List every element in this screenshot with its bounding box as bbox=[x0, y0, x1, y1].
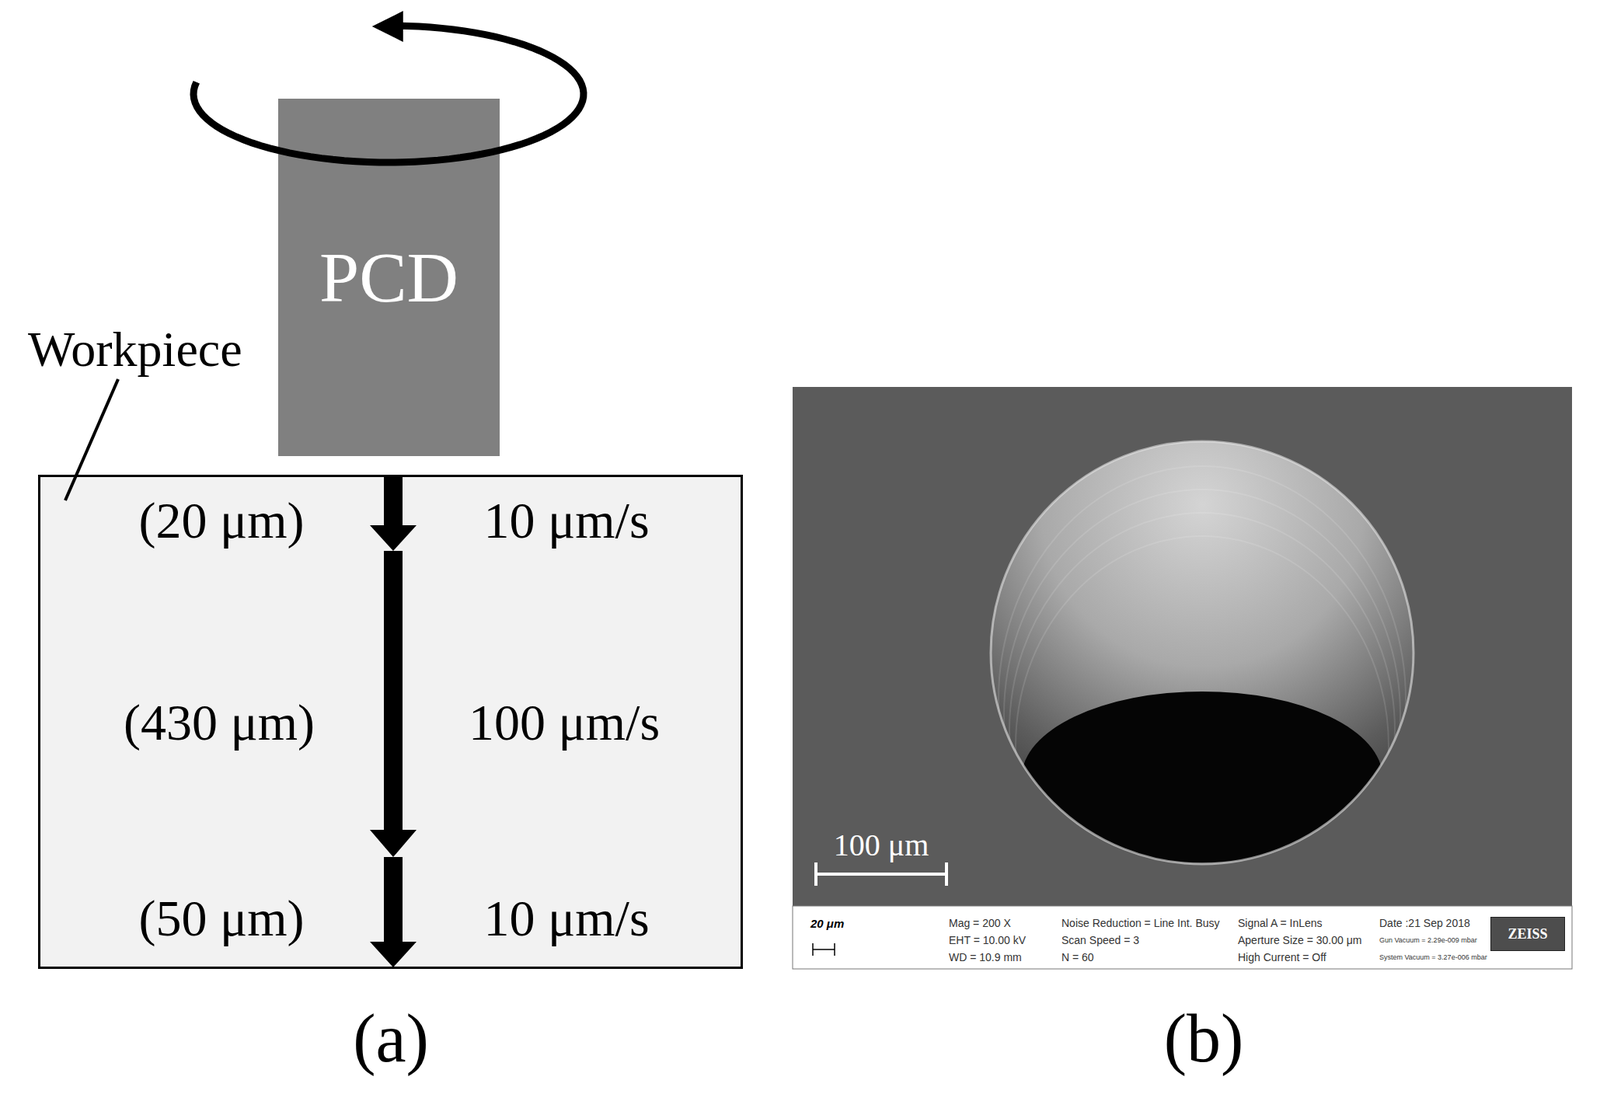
node-label: ZEISS bbox=[1507, 927, 1548, 942]
info-text: Noise Reduction = Line Int. Busy bbox=[1061, 917, 1221, 929]
info-text: Signal A = InLens bbox=[1237, 917, 1323, 929]
depth-label: (20 μm) bbox=[138, 494, 304, 547]
panel-label: (a) bbox=[352, 1004, 429, 1074]
info-bar bbox=[792, 906, 1573, 970]
info-text: System Vacuum = 3.27e-006 mbar bbox=[1379, 954, 1488, 962]
info-text: Scan Speed = 3 bbox=[1061, 934, 1140, 946]
arrow-head bbox=[369, 829, 417, 858]
sem-image bbox=[792, 386, 1573, 970]
feed-arrows bbox=[369, 474, 417, 968]
hole-wall bbox=[990, 441, 1414, 865]
leader-line bbox=[65, 379, 119, 501]
arrow-head bbox=[369, 525, 417, 551]
panel-label: (b) bbox=[1164, 1004, 1245, 1074]
scale-label: 100 μm bbox=[833, 829, 930, 862]
info-text: WD = 10.9 mm bbox=[948, 951, 1022, 963]
node-label: PCD bbox=[319, 241, 459, 314]
feed-rate-label: 100 μm/s bbox=[468, 697, 660, 749]
logo-box: ZEISS bbox=[1490, 916, 1566, 952]
scale-bar bbox=[815, 862, 947, 886]
arrow-shaft bbox=[383, 857, 403, 943]
machining-marks bbox=[998, 466, 1406, 956]
node-label: Workpiece bbox=[27, 324, 243, 375]
info-scale-label: 20 μm bbox=[810, 917, 844, 930]
info-text: N = 60 bbox=[1061, 951, 1095, 963]
depth-label: (430 μm) bbox=[123, 697, 315, 749]
info-text: Date :21 Sep 2018 bbox=[1379, 917, 1471, 929]
arrow-head bbox=[369, 941, 417, 968]
arrow-shaft bbox=[383, 474, 403, 527]
info-text: High Current = Off bbox=[1237, 951, 1327, 963]
info-scale-bar bbox=[812, 943, 835, 956]
feed-rate-label: 10 μm/s bbox=[483, 494, 649, 547]
info-text: Gun Vacuum = 2.29e-009 mbar bbox=[1379, 937, 1478, 945]
feed-rate-label: 10 μm/s bbox=[483, 892, 649, 945]
hole-exit bbox=[1021, 691, 1383, 863]
info-text: Aperture Size = 30.00 μm bbox=[1237, 934, 1362, 946]
rotation-arrowhead bbox=[372, 10, 404, 42]
tool-block: PCD bbox=[278, 98, 500, 457]
info-text: Mag = 200 X bbox=[948, 917, 1011, 929]
workpiece-fill bbox=[38, 474, 743, 970]
sem-background bbox=[792, 386, 1573, 907]
arrow-shaft bbox=[383, 550, 403, 831]
depth-label: (50 μm) bbox=[138, 892, 304, 945]
hole-rim bbox=[990, 441, 1414, 865]
info-text: EHT = 10.00 kV bbox=[948, 934, 1026, 946]
